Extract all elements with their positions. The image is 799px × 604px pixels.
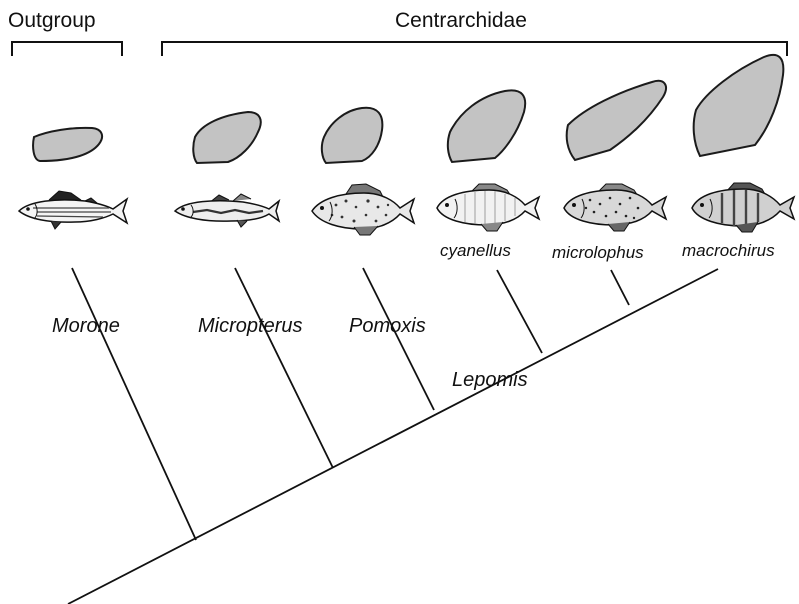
trait-shape-pomoxis [322, 108, 383, 163]
species-label-microlophus: microlophus [552, 244, 644, 261]
trait-shape-morone [33, 128, 102, 161]
branch-morone [72, 268, 196, 540]
trait-shape-micropterus [193, 112, 261, 163]
branch-micropterus [235, 268, 333, 468]
trait-shape-macrochirus [694, 55, 784, 156]
outgroup-bracket [12, 42, 122, 56]
genus-label-morone: Morone [52, 316, 120, 336]
branch-cyanellus [497, 270, 542, 353]
fish-micropterus-icon [175, 194, 279, 227]
genus-label-pomoxis: Pomoxis [349, 316, 426, 336]
fish-morone-icon [19, 191, 127, 229]
outgroup-label: Outgroup [8, 10, 96, 31]
branch-microlophus [611, 270, 629, 305]
species-label-macrochirus: macrochirus [682, 242, 775, 259]
genus-label-micropterus: Micropterus [198, 316, 302, 336]
trait-shape-cyanellus [448, 90, 525, 162]
centrarchidae-label: Centrarchidae [395, 10, 527, 31]
trait-shape-microlophus [567, 81, 666, 160]
fish-microlophus-icon [564, 184, 666, 231]
fish-pomoxis-icon [312, 184, 414, 235]
species-label-cyanellus: cyanellus [440, 242, 511, 259]
fish-cyanellus-icon [437, 184, 539, 231]
branch-pomoxis [363, 268, 434, 410]
centrarchidae-bracket [162, 42, 787, 56]
genus-label-lepomis: Lepomis [452, 370, 528, 390]
fish-macrochirus-icon [692, 183, 794, 232]
